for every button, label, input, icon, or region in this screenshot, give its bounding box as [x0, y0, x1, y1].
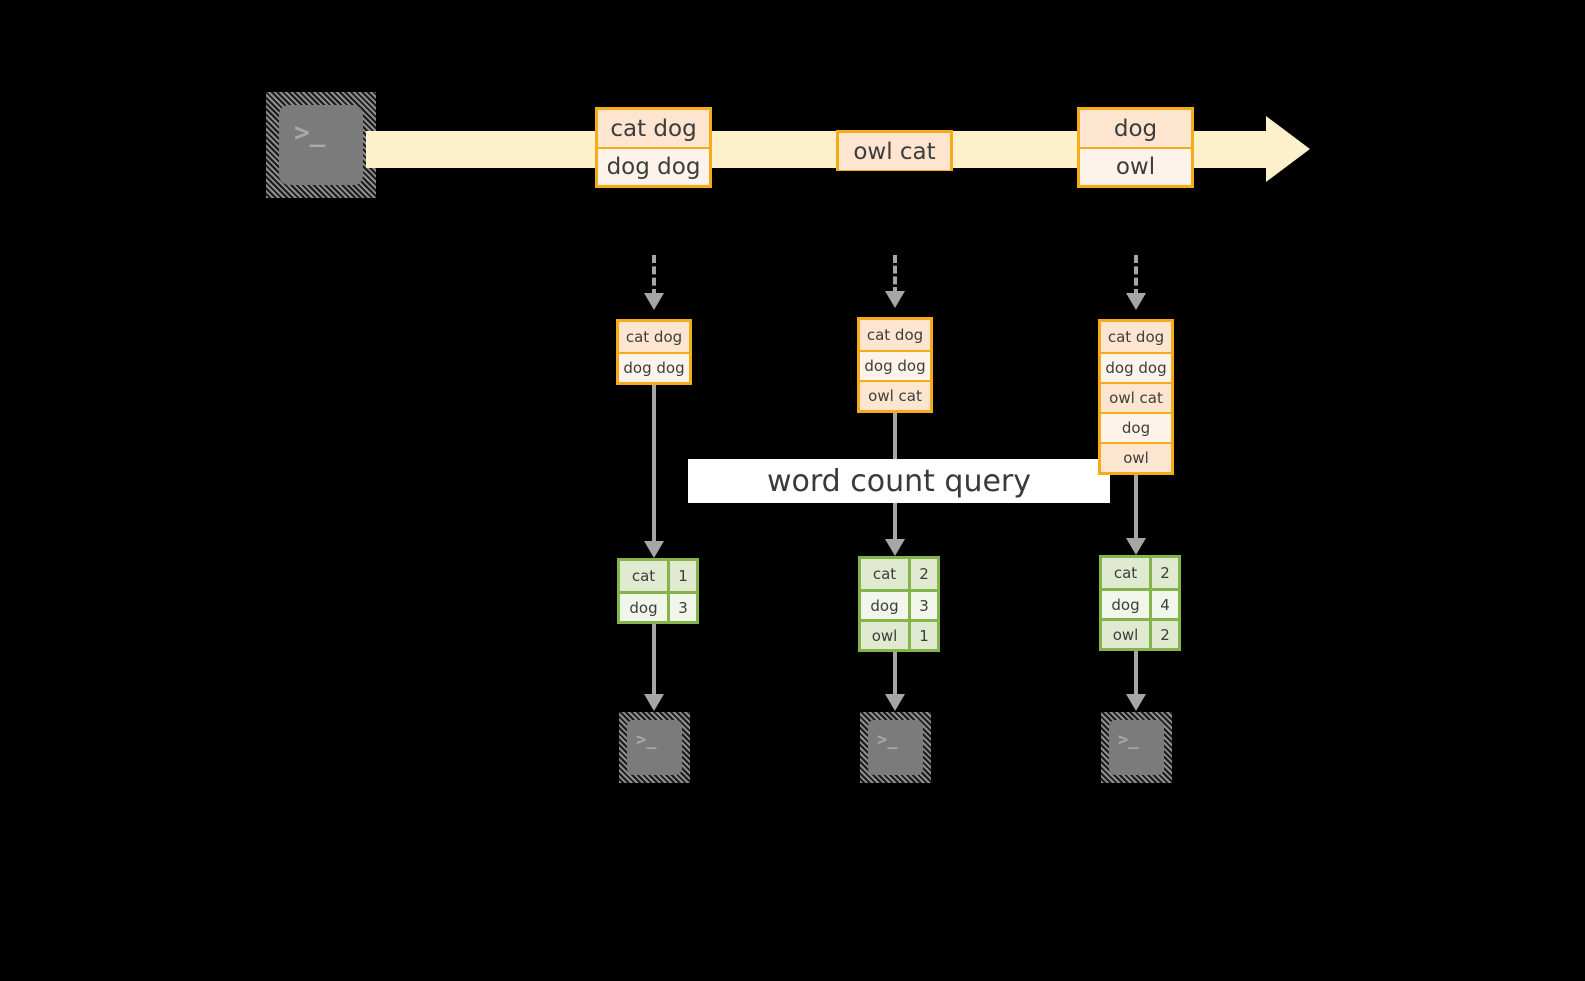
result-count: 2: [911, 559, 937, 589]
result-word: owl: [1102, 618, 1149, 648]
output-connector-arrowhead-2: [885, 694, 905, 711]
terminal-prompt-glyph: >_: [294, 118, 326, 148]
terminal-body: [868, 720, 923, 775]
terminal-prompt-glyph: >_: [636, 730, 657, 750]
log-line: owl: [1101, 442, 1171, 472]
stream-message-line: owl cat: [839, 133, 950, 170]
snapshot-log-2: cat dog dog dog owl cat: [857, 317, 933, 413]
stream-message-line: cat dog: [598, 110, 709, 147]
result-word: owl: [861, 619, 908, 649]
terminal-prompt-glyph: >_: [1118, 730, 1139, 750]
stream-message-line: dog dog: [598, 147, 709, 184]
terminal-consumer-2-icon: >_: [860, 712, 931, 783]
result-word: cat: [620, 561, 667, 591]
terminal-body: [1109, 720, 1164, 775]
snapshot-connector-dashed-1: [652, 255, 656, 297]
log-line: cat dog: [619, 322, 689, 352]
result-count-column: 1 3: [667, 561, 696, 621]
output-connector-arrowhead-3: [1126, 694, 1146, 711]
word-count-result-1: cat dog 1 3: [617, 558, 699, 624]
log-line: owl cat: [1101, 382, 1171, 412]
snapshot-log-3-overlay: cat dog dog dog owl cat dog owl: [1098, 319, 1174, 475]
result-count: 3: [670, 591, 696, 621]
output-connector-line-2: [893, 652, 897, 696]
result-count-column: 2 3 1: [908, 559, 937, 649]
log-line: dog dog: [1101, 352, 1171, 382]
log-line: dog: [1101, 412, 1171, 442]
stream-message-1: cat dog dog dog: [595, 107, 712, 188]
output-connector-line-1: [652, 624, 656, 696]
snapshot-connector-arrowhead-2: [885, 291, 905, 308]
result-word: dog: [861, 589, 908, 619]
terminal-body: [279, 105, 363, 185]
word-count-result-3: cat dog owl 2 4 2: [1099, 555, 1181, 651]
terminal-body: [627, 720, 682, 775]
terminal-producer-icon: >_: [266, 92, 376, 198]
result-word: cat: [1102, 558, 1149, 588]
log-line: cat dog: [1101, 322, 1171, 352]
result-word-column: cat dog owl: [861, 559, 908, 649]
query-connector-line-3: [1134, 475, 1138, 548]
stream-message-line: owl: [1080, 147, 1191, 184]
output-connector-arrowhead-1: [644, 694, 664, 711]
stream-message-3: dog owl: [1077, 107, 1194, 188]
result-word: cat: [861, 559, 908, 589]
query-connector-line-1: [652, 385, 656, 550]
event-stream-arrowhead: [1266, 116, 1310, 182]
result-word: dog: [620, 591, 667, 621]
query-connector-arrowhead-2: [885, 539, 905, 556]
result-count: 2: [1152, 558, 1178, 588]
log-line: dog dog: [860, 350, 930, 380]
log-line: dog dog: [619, 352, 689, 382]
result-count: 1: [911, 619, 937, 649]
query-connector-arrowhead-1: [644, 541, 664, 558]
snapshot-connector-dashed-3: [1134, 255, 1138, 297]
terminal-consumer-1-icon: >_: [619, 712, 690, 783]
snapshot-connector-arrowhead-3: [1126, 293, 1146, 310]
word-count-result-2: cat dog owl 2 3 1: [858, 556, 940, 652]
result-count-column: 2 4 2: [1149, 558, 1178, 648]
stream-message-line: dog: [1080, 110, 1191, 147]
result-word-column: cat dog owl: [1102, 558, 1149, 648]
result-count: 3: [911, 589, 937, 619]
result-count: 1: [670, 561, 696, 591]
result-count: 4: [1152, 588, 1178, 618]
terminal-consumer-3-icon: >_: [1101, 712, 1172, 783]
result-word-column: cat dog: [620, 561, 667, 621]
result-word: dog: [1102, 588, 1149, 618]
query-connector-arrowhead-3: [1126, 538, 1146, 555]
stream-message-2: owl cat: [836, 130, 953, 171]
log-line: cat dog: [860, 320, 930, 350]
terminal-prompt-glyph: >_: [877, 730, 898, 750]
output-connector-line-3: [1134, 651, 1138, 696]
snapshot-connector-arrowhead-1: [644, 293, 664, 310]
word-count-query-label: word count query: [688, 459, 1110, 503]
log-line: owl cat: [860, 380, 930, 410]
result-count: 2: [1152, 618, 1178, 648]
word-count-query-label-text: word count query: [766, 463, 1032, 499]
snapshot-log-1: cat dog dog dog: [616, 319, 692, 385]
snapshot-connector-dashed-2: [893, 255, 897, 295]
